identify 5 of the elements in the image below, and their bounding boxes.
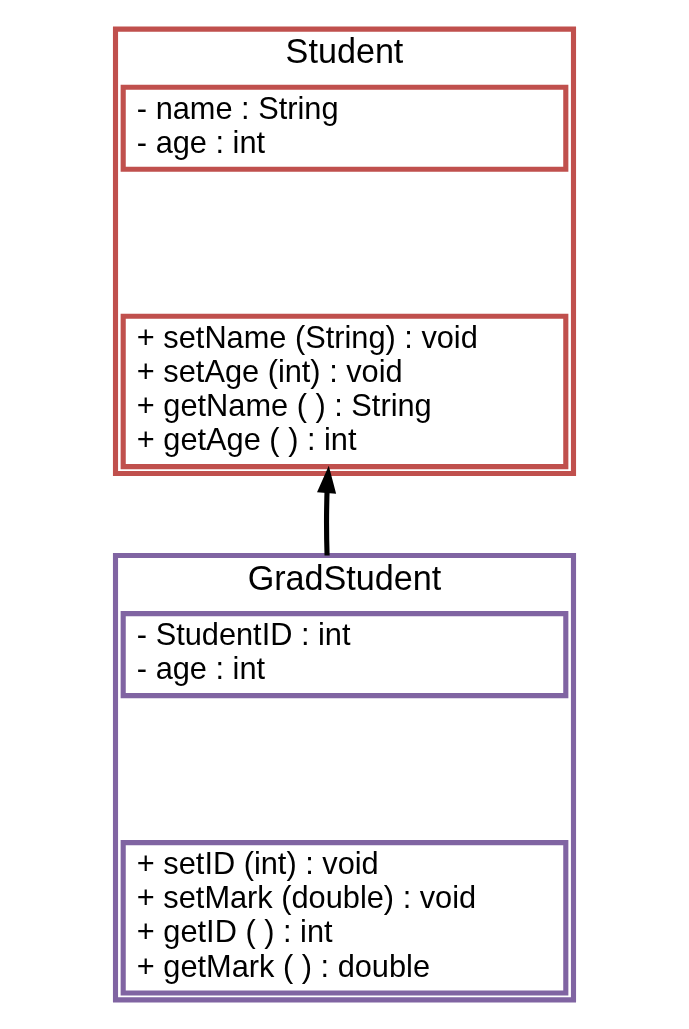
- arrow: [317, 465, 337, 556]
- node-box: + setName (String) : void + setAge (int) : void + getName ( ) : String + getAge ( ) : int: [120, 313, 569, 470]
- node-box: - StudentID : int - age : int: [120, 611, 569, 699]
- node-box: + setID (int) : void + setMark (double) : void + getID ( ) : int + getMark ( ) : double: [120, 840, 569, 996]
- node-box: - name : String - age : int: [120, 84, 569, 172]
